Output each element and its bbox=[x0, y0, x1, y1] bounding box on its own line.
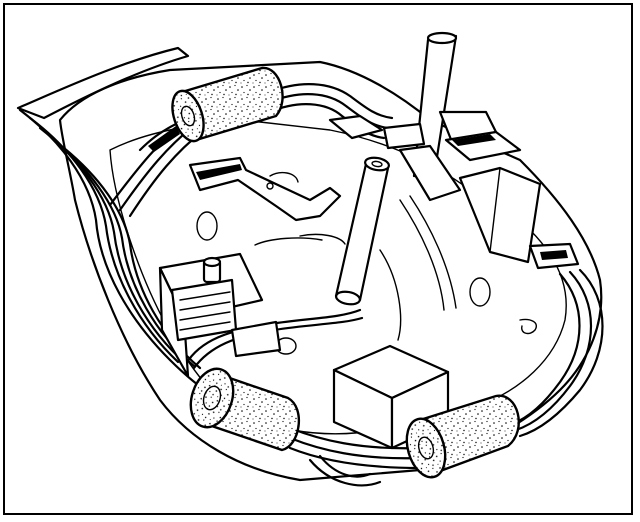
ferrite-bead-bottom-right bbox=[405, 394, 520, 479]
top-connector bbox=[328, 110, 522, 202]
left-bracket bbox=[16, 46, 342, 222]
base-plate bbox=[58, 60, 603, 482]
right-connector bbox=[379, 166, 580, 341]
slanted-rod bbox=[334, 156, 390, 306]
square-block-component bbox=[332, 344, 450, 450]
ferrite-bead-bottom-left bbox=[189, 367, 301, 452]
ferrite-bead-top bbox=[138, 66, 284, 152]
relay-coil bbox=[158, 252, 282, 378]
